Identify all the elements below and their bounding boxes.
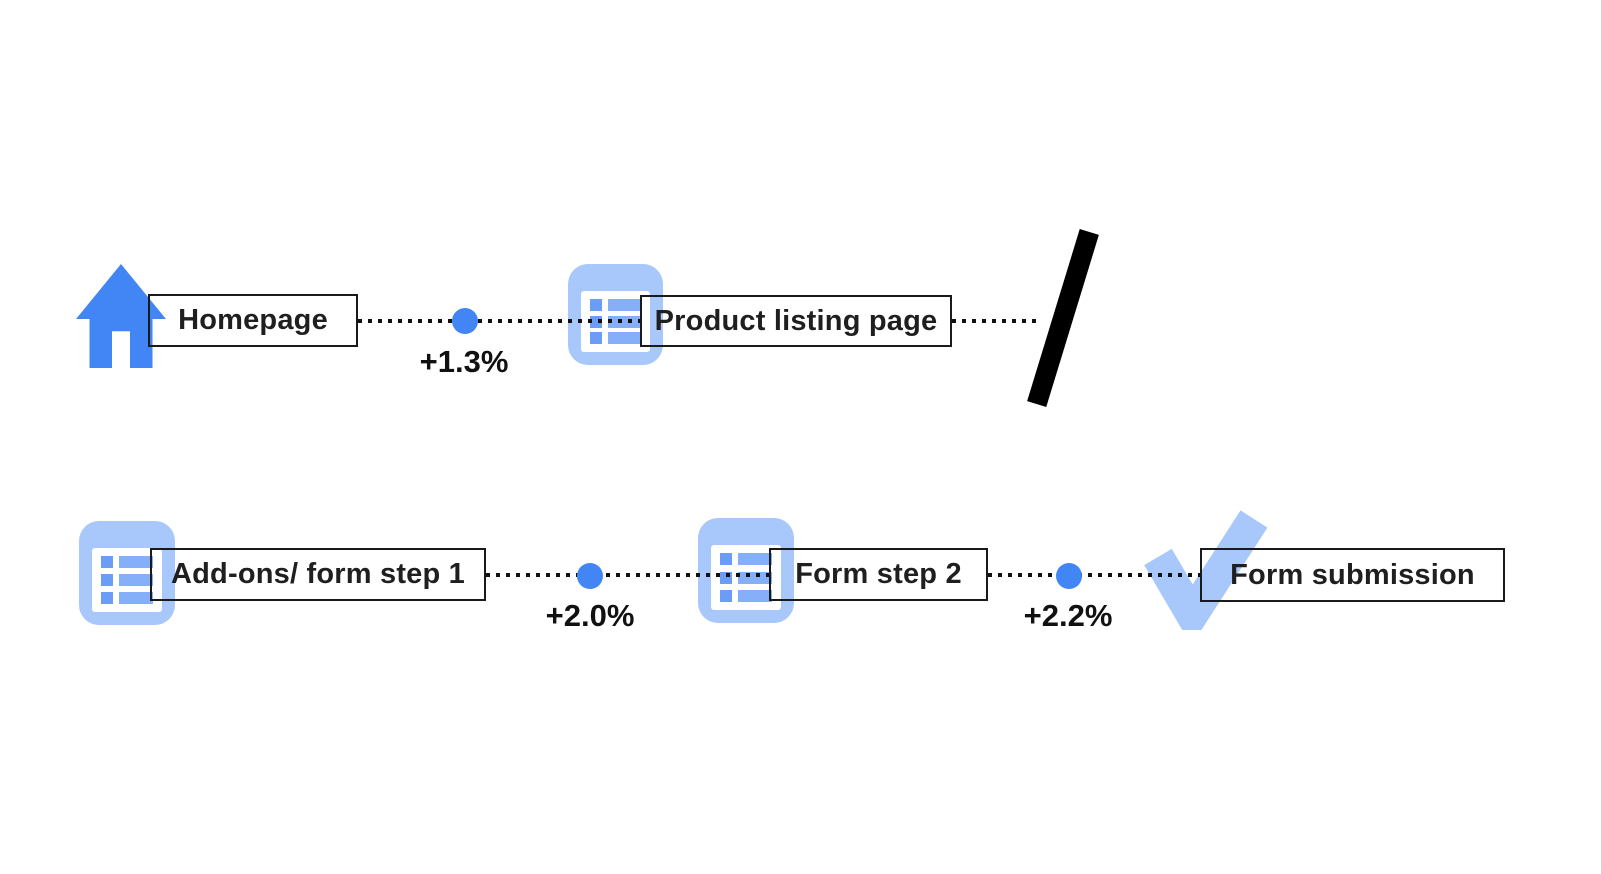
- list-line-icon: [608, 332, 641, 344]
- list-bullet-icon: [101, 574, 113, 586]
- list-bullet-icon: [101, 592, 113, 604]
- connector-dot: [452, 308, 478, 334]
- step-box-fill-form-step-2: [769, 548, 988, 601]
- home-icon: [76, 264, 166, 368]
- connector-dot: [577, 563, 603, 589]
- list-line-icon: [738, 590, 772, 602]
- step-box-addons: Add-ons/ form step 1: [150, 548, 486, 601]
- list-line-icon: [119, 574, 153, 586]
- delta-label: +2.2%: [1023, 598, 1113, 633]
- connector-line: [952, 319, 1040, 323]
- step-label: Product listing page: [654, 304, 938, 337]
- list-line-icon: [119, 556, 153, 568]
- step-box-fill-addons: [150, 548, 486, 601]
- step-box-homepage: Homepage: [148, 294, 358, 347]
- connector-line: [988, 573, 1200, 577]
- list-line-icon: [738, 553, 772, 565]
- step-label: Homepage: [178, 304, 328, 336]
- list-bullet-icon: [720, 553, 732, 565]
- connector-dot: [1056, 563, 1082, 589]
- step-box-product-listing: Product listing page: [640, 295, 952, 347]
- list-line-icon: [608, 299, 641, 311]
- list-bullet-icon: [101, 556, 113, 568]
- row-break-slash-icon: [1027, 229, 1099, 407]
- list-bullet-icon: [720, 590, 732, 602]
- step-box-fill-form-submission: [1200, 548, 1505, 602]
- delta-label: +2.0%: [545, 598, 635, 633]
- list-bullet-icon: [590, 299, 602, 311]
- list-bullet-icon: [590, 332, 602, 344]
- step-box-form-step-2: Form step 2: [769, 548, 988, 601]
- step-label: Form step 2: [795, 558, 962, 590]
- step-box-fill-product-listing: [640, 295, 952, 347]
- step-box-fill-homepage: [148, 294, 358, 347]
- step-label: Add-ons/ form step 1: [170, 558, 465, 590]
- delta-label: +1.3%: [419, 344, 509, 379]
- step-box-form-submission: Form submission: [1200, 548, 1505, 602]
- connector-line: [486, 573, 769, 577]
- list-icon: [79, 521, 175, 625]
- list-line-icon: [119, 592, 153, 604]
- connector-line: [358, 319, 640, 323]
- step-label: Form submission: [1230, 558, 1475, 591]
